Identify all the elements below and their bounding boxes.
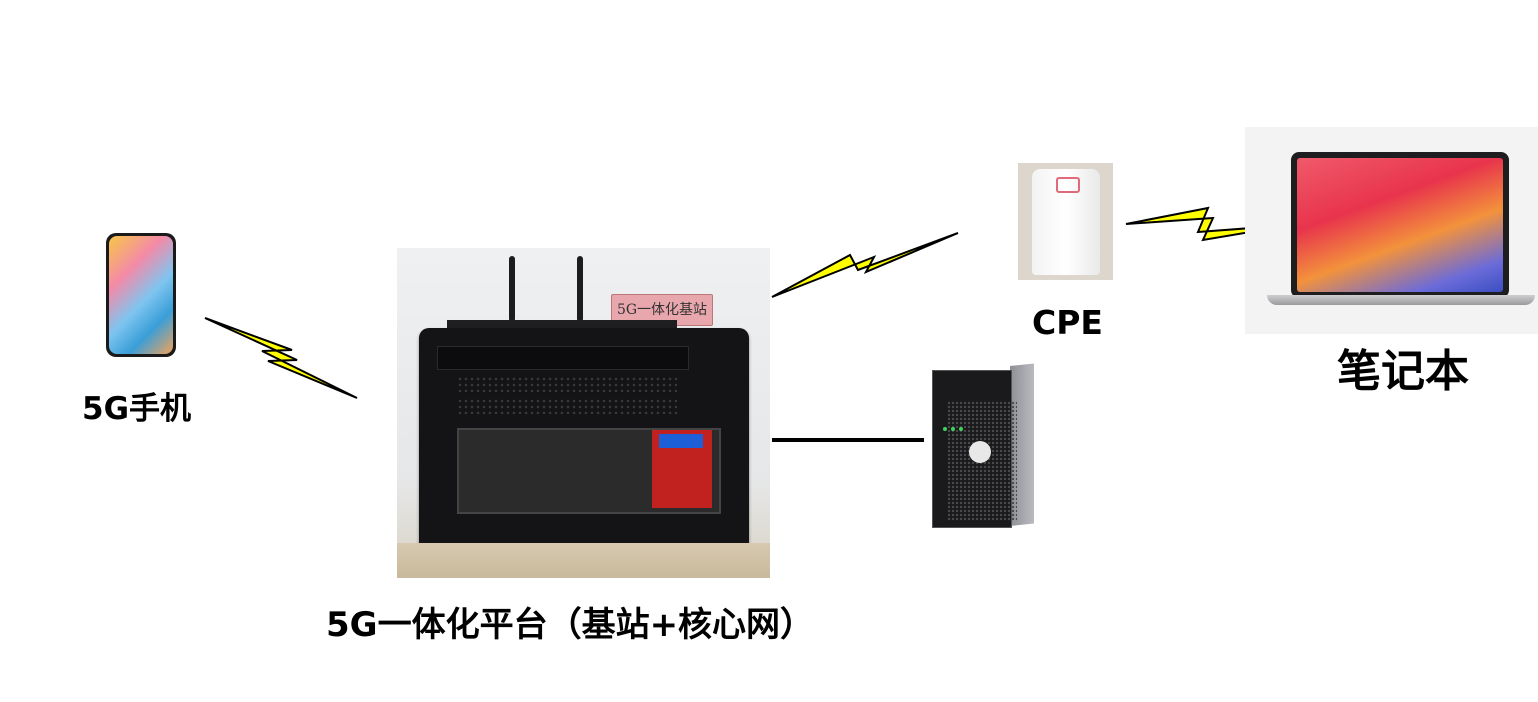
rack-vent-2 [457, 398, 677, 414]
phone-label: 5G手机 [82, 391, 192, 427]
server-image [922, 363, 1036, 528]
shelf [397, 543, 770, 578]
cpe-logo-icon [1056, 177, 1080, 193]
phone-screen [109, 236, 173, 354]
rack-panel-1 [437, 346, 689, 370]
laptop-label: 笔记本 [1337, 346, 1469, 397]
laptop-bezel [1291, 152, 1509, 298]
platform-image: 5G一体化基站 [397, 248, 770, 578]
cpe-image [1018, 163, 1113, 280]
cpe-body [1032, 169, 1100, 275]
server-logo-icon [969, 441, 991, 463]
cpe-label: CPE [1032, 303, 1103, 342]
wireless-link-phone-platform [204, 317, 358, 399]
rack-vent-1 [457, 376, 677, 392]
server-led [951, 427, 955, 431]
platform-label: 5G一体化平台（基站+核心网） [326, 605, 815, 645]
laptop-base [1267, 295, 1535, 305]
rack-top-unit [447, 320, 677, 330]
laptop-screen [1297, 158, 1503, 292]
server-led [959, 427, 963, 431]
wireless-link-platform-cpe [771, 232, 959, 298]
rack-lcd [659, 434, 703, 448]
phone-image [106, 233, 176, 357]
antenna-right [577, 256, 583, 322]
laptop-image [1245, 127, 1538, 334]
server-led [943, 427, 947, 431]
server-front-panel [932, 370, 1017, 528]
antenna-left [509, 256, 515, 322]
